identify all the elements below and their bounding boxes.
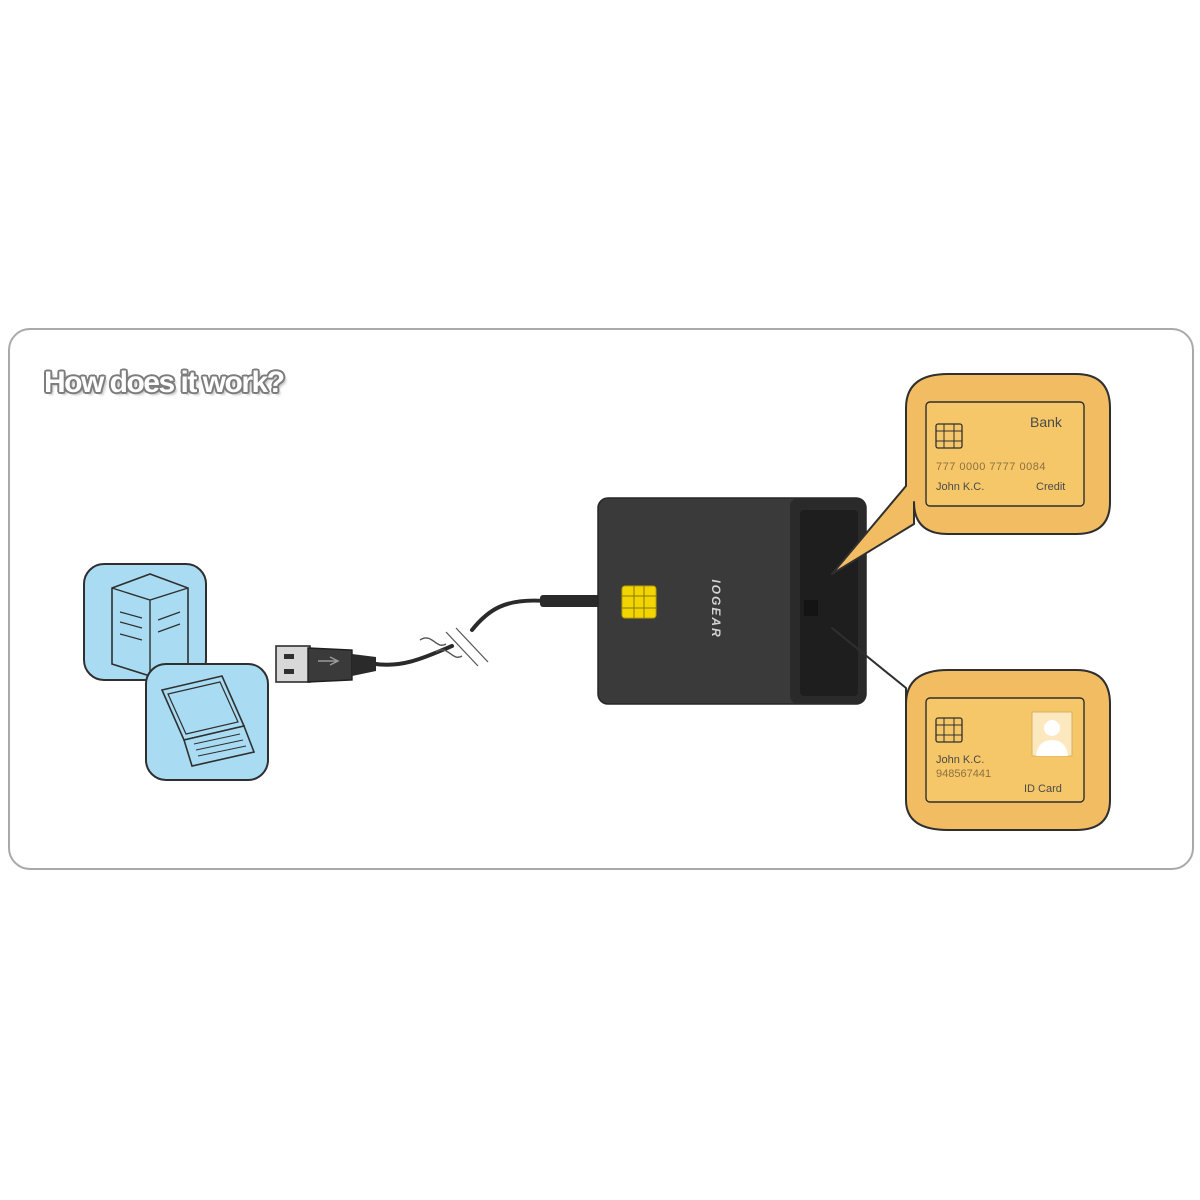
bank-card-holder: John K.C.	[936, 481, 984, 493]
usb-plug-icon	[276, 646, 376, 682]
laptop-icon	[146, 664, 268, 780]
id-card-type: ID Card	[1024, 783, 1062, 795]
usb-cable	[376, 595, 600, 665]
smart-chip-icon	[936, 718, 962, 742]
callout-bank-card	[832, 374, 1110, 574]
desktop-computer-icon	[84, 564, 206, 680]
smart-chip-icon	[936, 424, 962, 448]
bank-card-type: Credit	[1036, 481, 1065, 493]
person-photo-icon	[1032, 712, 1072, 756]
id-card-number: 948567441	[936, 768, 991, 780]
cable-break-icon	[420, 628, 488, 666]
bank-card-issuer: Bank	[1030, 414, 1062, 430]
bank-card-number: 777 0000 7777 0084	[936, 461, 1046, 473]
id-card-holder: John K.C.	[936, 754, 984, 766]
reader-brand-logo: IOGEAR	[709, 544, 723, 674]
smart-chip-icon	[622, 586, 656, 618]
